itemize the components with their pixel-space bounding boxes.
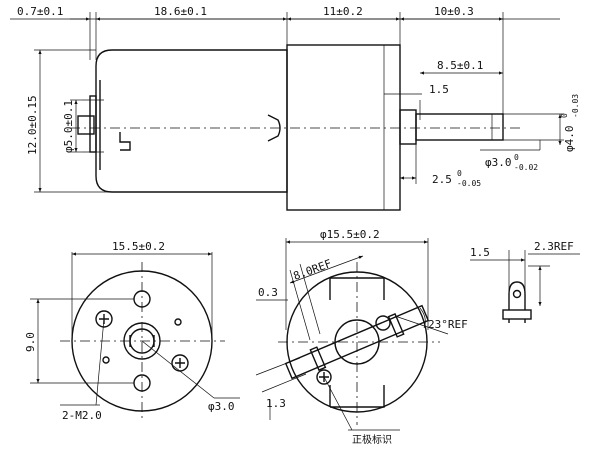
top-dimension-chain: 0.7±0.1 18.6±0.1 11±0.2 10±0.3 [10, 5, 560, 120]
vent-hole-1 [174, 318, 182, 326]
dim-gearbox-length: 11±0.2 [323, 5, 363, 18]
dim-body-length: 18.6±0.1 [154, 5, 207, 18]
dim-shaft-step-tol-upper: 0 [457, 169, 462, 178]
vent-hole-2 [102, 356, 110, 364]
dim-angle-ref: 23°REF [428, 318, 468, 331]
terminal-tab [77, 95, 104, 153]
terminal-lug [508, 281, 526, 310]
dim-boss-diameter: φ5.0±0.1 [62, 100, 75, 153]
output-shaft [399, 100, 504, 145]
dim-flat-tol-upper: 0 [514, 153, 519, 162]
dim-terminal-height-ref: 2.3REF [534, 240, 574, 253]
dim-screw-holes: 2-M2.0 [62, 409, 102, 422]
dim-shaft-length: 10±0.3 [434, 5, 474, 18]
dim-shaft-tol-lower: -0.03 [571, 94, 580, 118]
dim-shaft-step: 1.5 [429, 83, 449, 96]
terminal-view: 1.5 2.3REF [470, 240, 580, 323]
dim-flat-tol-lower: -0.02 [514, 163, 538, 172]
screw-hole-1 [95, 310, 113, 328]
dim-front-width: 15.5±0.2 [112, 240, 165, 253]
dim-shaft-diameter: φ4.0 [563, 126, 576, 153]
dim-offset: 1.3 [266, 397, 286, 410]
terminal-base [502, 309, 532, 320]
dim-shaft-tol-upper: 0 [560, 113, 569, 118]
gear-small-hole [375, 315, 391, 331]
side-view: 0.7±0.1 18.6±0.1 11±0.2 10±0.3 [10, 5, 580, 211]
dim-shaft-step-tol-lower: -0.05 [457, 179, 481, 188]
dim-body-height: 12.0±0.15 [26, 95, 39, 155]
dim-hole-spacing: 9.0 [24, 332, 37, 352]
front-view: 15.5±0.2 9.0 φ3.0 2-M2.0 [24, 240, 240, 422]
gear-view: φ15.5±0.2 8.0REF 0.3 23°REF 1.3 正极标识 [255, 228, 468, 446]
dim-gear-diameter: φ15.5±0.2 [320, 228, 380, 241]
motor-body [95, 49, 288, 193]
polarity-hole [316, 369, 332, 385]
dim-hole-diameter: φ3.0 [208, 400, 235, 413]
right-dims: 8.5±0.1 1.5 φ4.0 0 -0.03 φ3.0 0 -0.02 2.… [384, 59, 580, 188]
dim-terminal-width: 1.5 [470, 246, 490, 259]
dim-flat-diameter: φ3.0 [485, 156, 512, 169]
dim-shaft-step-length: 2.5 [432, 173, 452, 186]
dim-gap: 0.3 [258, 286, 278, 299]
gear-tab-strip [284, 304, 430, 380]
left-vertical-dims: 12.0±0.15 φ5.0±0.1 [26, 49, 112, 193]
dim-flat-length: 8.5±0.1 [437, 59, 483, 72]
polarity-label: 正极标识 [352, 433, 392, 446]
front-boss [123, 322, 161, 360]
gearbox [286, 44, 401, 211]
dim-terminal-thickness: 0.7±0.1 [17, 5, 63, 18]
